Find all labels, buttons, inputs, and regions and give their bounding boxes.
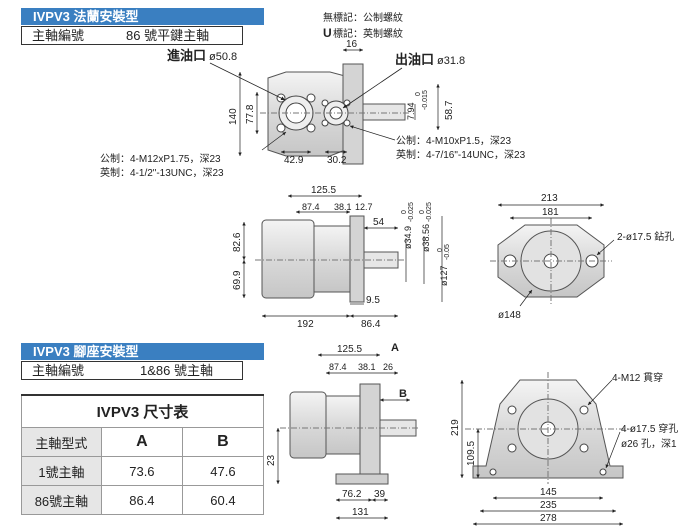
legend-u-letter: U	[323, 26, 332, 40]
foot-note-m12: 4-M12 貫穿	[612, 371, 663, 384]
table-header-a: A	[100, 427, 183, 457]
section2-shaft-row: 主軸編號 1&86 號主軸	[21, 361, 243, 380]
thread-inlet-imperial: 英制：4-1/2"-13UNC，深23	[100, 166, 224, 179]
table-row: 86號主軸 86.4 60.4	[21, 485, 265, 515]
section1-shaft-row: 主軸編號 86 號平鍵主軸	[21, 26, 243, 45]
outlet-dia: ø31.8	[437, 55, 465, 67]
thread-outlet-imperial: 英制：4-7/16"-14UNC，深23	[396, 148, 526, 161]
foot-side-view	[280, 383, 420, 485]
foot-dim-109-5: 109.5	[466, 441, 477, 466]
table-header-b: B	[181, 427, 265, 457]
section2-shaft-value: 1&86 號主軸	[140, 363, 213, 378]
foot-dim-125-5: 125.5	[337, 344, 362, 355]
foot-dim-131: 131	[352, 507, 369, 518]
dim-86-4: 86.4	[361, 319, 381, 330]
foot-dim-23: 23	[266, 454, 277, 466]
dim-127: ø127	[439, 265, 449, 286]
inlet-label: 進油口	[167, 48, 206, 63]
section2-title: IVPV3 腳座安裝型	[21, 343, 264, 360]
foot-dim-219: 219	[450, 419, 461, 436]
dim-87-4: 87.4	[302, 202, 320, 212]
dim-12-7: 12.7	[355, 202, 373, 212]
foot-dim-87-4: 87.4	[329, 362, 347, 372]
dim-181: 181	[542, 207, 559, 218]
dimension-table: IVPV3 尺寸表 主軸型式 A B 1號主軸 73.6 47.6 86號主軸 …	[21, 394, 265, 515]
dim-16: 16	[346, 39, 358, 50]
dim-34-9-tol-up: 0	[401, 210, 408, 214]
foot-dim-235: 235	[540, 500, 557, 511]
foot-dim-278: 278	[540, 513, 557, 524]
dim-140: 140	[228, 108, 239, 125]
foot-dim-145: 145	[540, 487, 557, 498]
dim-77-8: 77.8	[245, 104, 256, 124]
table-cell-b: 47.6	[181, 456, 265, 486]
flange-end-view	[490, 218, 612, 305]
dim-54: 54	[373, 217, 385, 228]
thread-inlet-metric: 公制：4-M12xP1.75，深23	[100, 152, 221, 165]
dim-34-9-tol-lo: -0.025	[408, 202, 415, 222]
dim-148: ø148	[498, 310, 521, 321]
outlet-label: 出油口	[395, 52, 434, 67]
foot-dim-38-1: 38.1	[358, 362, 376, 372]
section1-shaft-value: 86 號平鍵主軸	[126, 28, 210, 43]
dim-9-5: 9.5	[366, 295, 380, 306]
section1-shaft-label: 主軸編號	[32, 28, 85, 43]
foot-dim-76-2: 76.2	[342, 489, 362, 500]
legend-u-text: 標記：英制螺紋	[333, 27, 403, 40]
table-cell-b: 60.4	[181, 485, 265, 515]
thread-outlet-metric: 公制：4-M10xP1.5，深23	[396, 134, 511, 147]
foot-dim-26: 26	[383, 362, 393, 372]
foot-label-b: B	[399, 388, 407, 400]
dim-38-56-tol-up: 0	[419, 210, 426, 214]
legend-none-mark: 無標記：公制螺紋	[323, 11, 403, 24]
dim-7-94-tol-up: 0	[415, 92, 422, 96]
dim-42-9: 42.9	[284, 155, 304, 166]
dim-38-56: ø38.56	[421, 224, 431, 252]
dim-192: 192	[297, 319, 314, 330]
dim-125-5: 125.5	[311, 185, 336, 196]
dim-127-tol-up: 0	[437, 248, 444, 252]
foot-dim-39: 39	[374, 489, 386, 500]
inlet-dia: ø50.8	[209, 51, 237, 63]
section1-title: IVPV3 法蘭安裝型	[21, 8, 264, 25]
foot-end-view	[465, 372, 632, 484]
dim-34-9: ø34.9	[403, 226, 413, 249]
dim-58-7: 58.7	[444, 100, 455, 120]
table-row: 1號主軸 73.6 47.6	[21, 456, 265, 486]
flange-hole-note: 2-ø17.5 鉆孔	[617, 230, 674, 243]
dim-82-6: 82.6	[232, 232, 243, 252]
foot-label-a: A	[391, 342, 399, 354]
dim-7-94-tol-lo: -0.015	[422, 90, 429, 110]
table-cell-name: 1號主軸	[21, 456, 102, 486]
dim-127-tol-lo: -0.05	[444, 244, 451, 260]
dim-213: 213	[541, 193, 558, 204]
foot-note-spot: ø26 孔，深1	[621, 438, 677, 450]
flange-side-view	[255, 215, 405, 303]
section2-shaft-label: 主軸編號	[32, 363, 85, 378]
dim-38-56-tol-lo: -0.025	[426, 202, 433, 222]
dim-69-9: 69.9	[232, 270, 243, 290]
flange-port-view	[260, 63, 410, 165]
table-title: IVPV3 尺寸表	[21, 394, 264, 428]
dim-38-1: 38.1	[334, 202, 352, 212]
dim-7-94: 7.94	[406, 102, 416, 120]
table-cell-name: 86號主軸	[21, 485, 102, 515]
table-header-model: 主軸型式	[21, 427, 102, 457]
dim-30-2: 30.2	[327, 155, 347, 166]
foot-note-hole: 4-ø17.5 穿孔	[621, 422, 678, 435]
